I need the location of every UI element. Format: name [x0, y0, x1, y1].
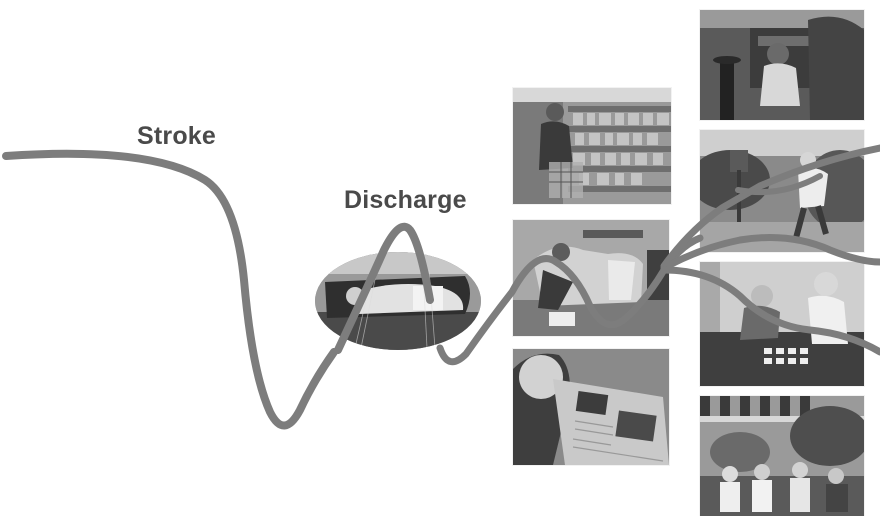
photo-living-room-resting — [513, 220, 669, 336]
photo-outdoor-gathering — [700, 396, 864, 516]
photo-ellipse-patient-resting — [315, 252, 481, 350]
recovery-curve-main — [6, 154, 334, 426]
photo-supermarket-shopping — [513, 88, 671, 204]
discharge-label: Discharge — [344, 186, 467, 215]
photo-card-game — [700, 262, 864, 386]
photo-garden-work — [700, 130, 864, 252]
photo-kitchen-cooking — [700, 10, 864, 120]
stroke-label: Stroke — [137, 122, 216, 151]
photo-reading-newspaper — [513, 349, 669, 465]
